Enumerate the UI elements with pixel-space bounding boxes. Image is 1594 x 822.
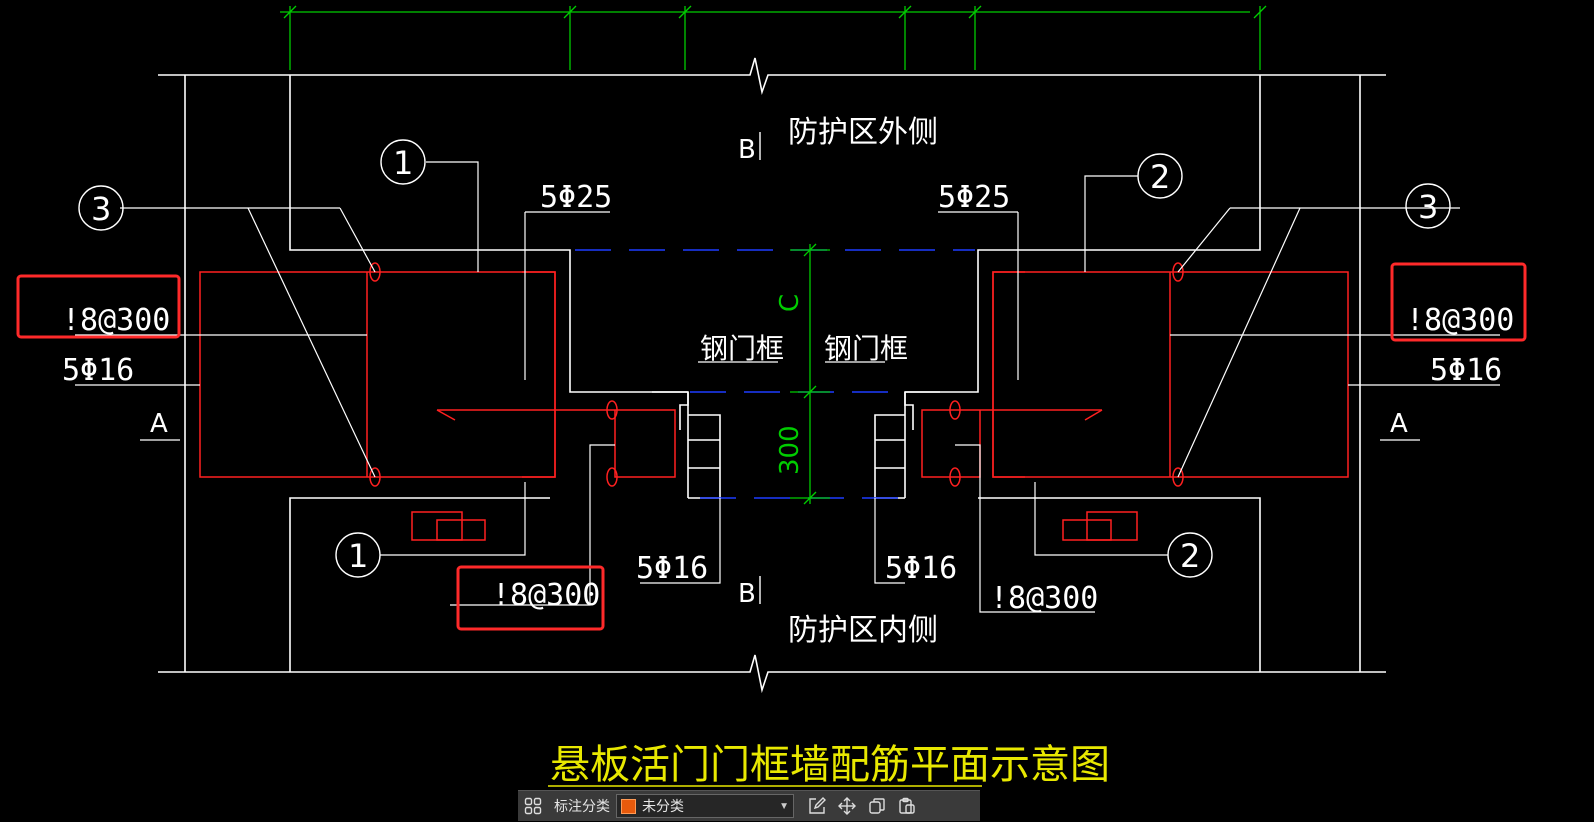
section-a-right: A — [1390, 409, 1408, 439]
rebar-5phi16-bottom-left: 5Φ16 — [636, 551, 708, 586]
category-label: 标注分类 — [554, 798, 610, 814]
grid-icon[interactable] — [518, 791, 548, 822]
category-select[interactable]: 未分类 ▼ — [616, 794, 794, 818]
rebar-8at300-bottom-left: !8@300 — [492, 578, 600, 613]
rebar-5phi16-bottom-right: 5Φ16 — [885, 551, 957, 586]
section-b-top: B — [738, 135, 756, 165]
axis-dashes — [575, 249, 975, 499]
marker-3-right: 3 — [1418, 188, 1438, 226]
drawing-title: 悬板活门门框墙配筋平面示意图 — [550, 742, 1110, 788]
rebar-5phi25-right: 5Φ25 — [938, 180, 1010, 215]
rebar-8at300-bottom-right: !8@300 — [990, 581, 1098, 616]
dim-300-label: 300 — [775, 425, 805, 475]
marker-2-top: 2 — [1150, 158, 1170, 196]
door-frame-label-left: 钢门框 — [700, 332, 784, 365]
rebar-5phi25-left: 5Φ25 — [540, 180, 612, 215]
marker-1-bottom: 1 — [348, 537, 368, 575]
inner-zone-label: 防护区内侧 — [788, 613, 938, 648]
dim-c-label: C — [775, 294, 805, 312]
highlight-boxes — [16, 262, 1527, 631]
rebar-8at300-right: !8@300 — [1406, 303, 1514, 338]
marker-2-bottom: 2 — [1180, 537, 1200, 575]
copy-icon[interactable] — [862, 791, 892, 822]
top-dimension-line — [280, 5, 1267, 70]
category-color-swatch — [621, 798, 636, 814]
move-icon[interactable] — [832, 791, 862, 822]
marker-circles — [78, 139, 1451, 578]
rebar-5phi16-left: 5Φ16 — [62, 353, 134, 388]
center-dimension — [790, 243, 830, 505]
rebar-5phi16-right: 5Φ16 — [1430, 353, 1502, 388]
category-value: 未分类 — [642, 798, 684, 814]
rebar-8at300-left: !8@300 — [62, 303, 170, 338]
annotation-toolbar: 标注分类 未分类 ▼ — [518, 790, 980, 821]
edit-icon[interactable] — [802, 791, 832, 822]
door-frame-label-right: 钢门框 — [824, 332, 908, 365]
wall-outline — [158, 57, 1386, 694]
paste-icon[interactable] — [892, 791, 922, 822]
leader-lines — [75, 161, 1500, 613]
marker-1-top: 1 — [393, 144, 413, 182]
section-b-bottom: B — [738, 579, 756, 609]
outer-zone-label: 防护区外侧 — [788, 115, 938, 150]
section-a-left: A — [150, 409, 168, 439]
chevron-down-icon: ▼ — [779, 800, 789, 812]
rebar-left — [199, 262, 676, 541]
marker-3-left: 3 — [91, 190, 111, 228]
